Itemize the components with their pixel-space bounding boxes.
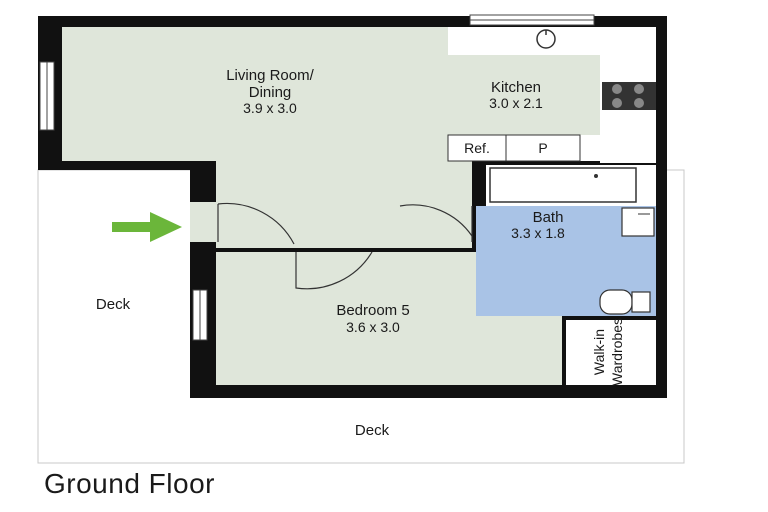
bedroom-dims: 3.6 x 3.0 xyxy=(346,319,400,335)
fridge-label: Ref. xyxy=(464,140,490,156)
entry-floor xyxy=(190,202,218,242)
basin-icon xyxy=(621,207,655,237)
pantry-label: P xyxy=(538,140,547,156)
bathtub-icon xyxy=(489,167,637,203)
hallway-floor xyxy=(216,161,472,248)
plan-title: Ground Floor xyxy=(44,468,215,499)
window-icon-bedroom xyxy=(192,289,208,341)
bedroom-label: Bedroom 5 xyxy=(336,302,409,319)
pantry-box xyxy=(505,134,581,162)
bath-dims: 3.3 x 1.8 xyxy=(511,225,565,241)
kitchen-label: Kitchen xyxy=(491,79,541,96)
cooktop-icon xyxy=(602,82,656,110)
living-room-floor xyxy=(62,27,448,161)
living-room-dims: 3.9 x 3.0 xyxy=(243,100,297,116)
kitchen-dims: 3.0 x 2.1 xyxy=(489,95,543,111)
living-room-label-2: Dining xyxy=(249,84,292,101)
kitchen-floor xyxy=(448,55,600,135)
wardrobe-floor xyxy=(566,320,656,385)
deck-left-label: Deck xyxy=(96,296,131,313)
door-swing-icon xyxy=(217,202,473,290)
window-icon xyxy=(469,14,595,26)
sink-icon xyxy=(536,29,556,49)
bath-label: Bath xyxy=(533,209,564,226)
fridge-box xyxy=(447,134,507,162)
entry-arrow-icon xyxy=(112,212,182,242)
wardrobe-label: Walk-in xyxy=(591,329,607,375)
deck-bottom-label: Deck xyxy=(355,422,390,439)
window-icon-left xyxy=(39,61,55,131)
wardrobe-label-2: Wardrobes xyxy=(609,318,625,386)
toilet-icon xyxy=(599,289,651,315)
living-room-label: Living Room/ xyxy=(226,67,314,84)
